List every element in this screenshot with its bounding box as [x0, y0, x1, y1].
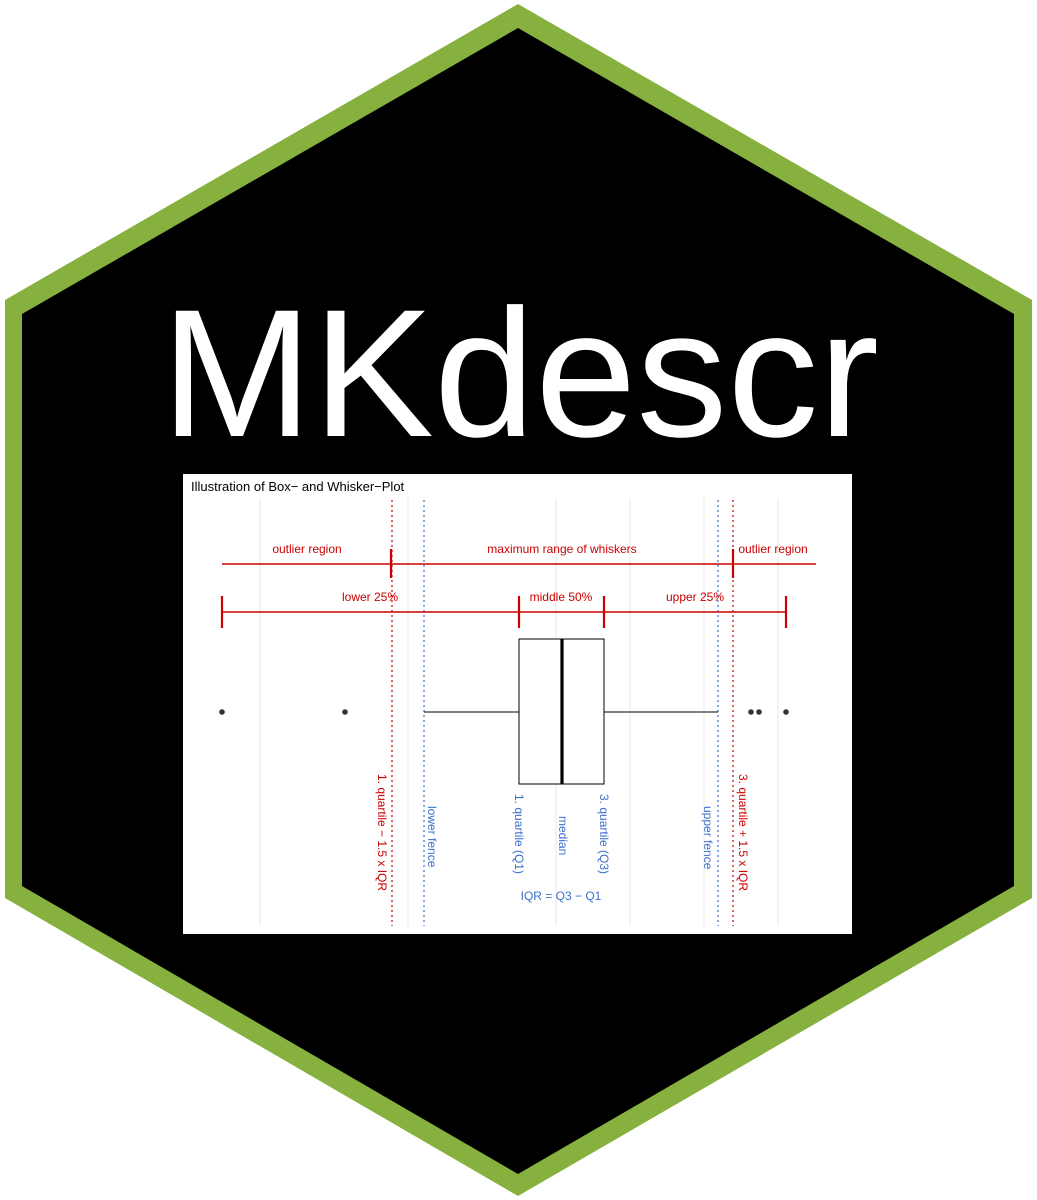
- share-bar: [220, 596, 788, 628]
- q1-minus-iqr-label: 1. quartile − 1.5 x IQR: [375, 774, 389, 891]
- q3-label: 3. quartile (Q3): [597, 794, 611, 874]
- outlier-region-left-label: outlier region: [272, 542, 341, 556]
- lower-share-label: lower 25%: [342, 590, 398, 604]
- whisker-range-label: maximum range of whiskers: [487, 542, 636, 556]
- logo-title: MKdescr: [161, 271, 879, 475]
- upper-fence-label: upper fence: [701, 806, 715, 870]
- middle-share-label: middle 50%: [530, 590, 593, 604]
- boxplot-illustration: Illustration of Box− and Whisker−Plot ou…: [183, 474, 852, 934]
- median-label: median: [556, 816, 570, 855]
- outlier-point: [756, 709, 762, 715]
- outlier-point: [342, 709, 348, 715]
- figure-title: Illustration of Box− and Whisker−Plot: [191, 479, 405, 494]
- lower-fence-label: lower fence: [425, 806, 439, 868]
- q3-plus-iqr-label: 3. quartile + 1.5 x IQR: [736, 774, 750, 891]
- iqr-formula-label: IQR = Q3 − Q1: [521, 889, 602, 903]
- outlier-point: [219, 709, 225, 715]
- outlier-point: [783, 709, 789, 715]
- outlier-point: [748, 709, 754, 715]
- outlier-region-right-label: outlier region: [738, 542, 807, 556]
- outlier-points: [219, 709, 789, 715]
- range-bar: [222, 549, 816, 578]
- q1-label: 1. quartile (Q1): [512, 794, 526, 874]
- figure-background: [183, 474, 852, 934]
- upper-share-label: upper 25%: [666, 590, 724, 604]
